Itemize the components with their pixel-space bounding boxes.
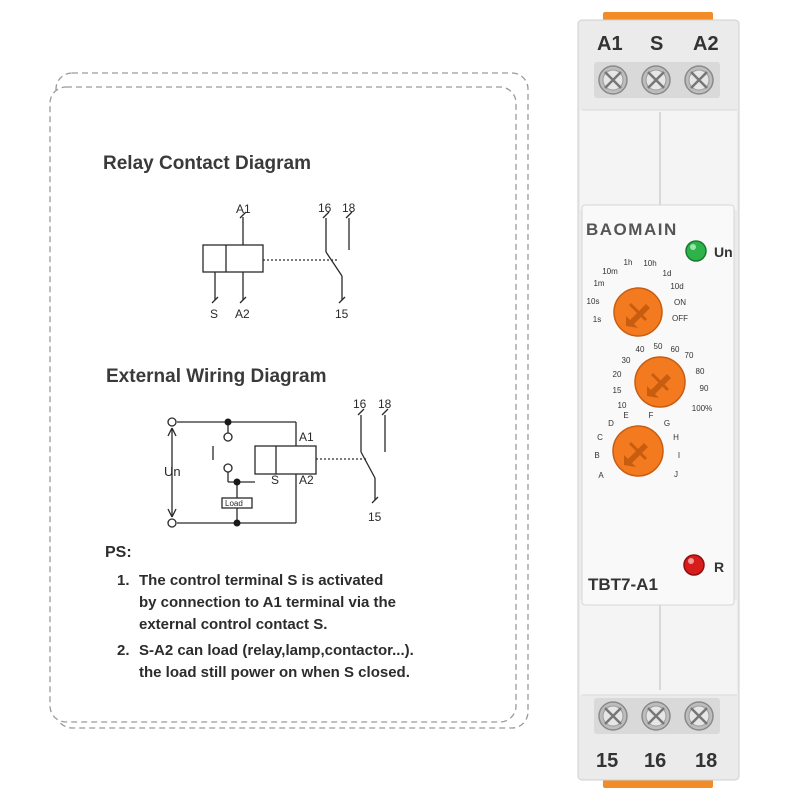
top-terminal-label-a1: A1 <box>597 33 623 55</box>
dial-label-i: I <box>678 451 680 460</box>
dial-label-10: 10 <box>618 401 627 410</box>
brand-logo: BAOMAIN <box>586 220 678 239</box>
dial-label-f: F <box>649 411 654 420</box>
screw-icon <box>641 701 671 731</box>
screw-icon <box>598 701 628 731</box>
dial-label-100: 100% <box>692 404 712 413</box>
ps-note-line: external control contact S. <box>139 616 328 633</box>
ps-note-text: The control terminal S is activated by c… <box>139 570 396 636</box>
screw-icon <box>684 65 714 95</box>
time-range-dial[interactable]: 1s 10s 1m 10m 1h 10h 1d 10d ON OFF <box>587 258 689 337</box>
dial-label-90: 90 <box>700 384 709 393</box>
card-border-back <box>55 72 529 729</box>
ew-label-a1: A1 <box>299 430 314 444</box>
ps-note-2: 2. S-A2 can load (relay,lamp,contactor..… <box>117 640 465 684</box>
relay-contact-diagram: Relay Contact Diagram A1 16 18 S A2 15 <box>103 153 356 321</box>
ps-note-text: S-A2 can load (relay,lamp,contactor...).… <box>139 640 414 684</box>
ps-note-line: by connection to A1 terminal via the <box>139 594 396 611</box>
ps-note-number: 1. <box>117 572 130 589</box>
dial-label-40: 40 <box>636 345 645 354</box>
dial-label-60: 60 <box>671 345 680 354</box>
dial-label-80: 80 <box>696 367 705 376</box>
dial-label-30: 30 <box>622 356 631 365</box>
dial-label-10h: 10h <box>643 259 656 268</box>
ps-notes: PS: 1. The control terminal S is activat… <box>105 544 465 684</box>
ps-note-line: the load still power on when S closed. <box>139 664 410 681</box>
rc-label-a1: A1 <box>236 202 251 216</box>
ps-note-number: 2. <box>117 642 130 659</box>
relay-led-label: R <box>714 559 724 575</box>
dial-label-c: C <box>597 433 603 442</box>
dial-label-50: 50 <box>654 342 663 351</box>
function-dial[interactable]: A B C D E F G H I J <box>594 411 680 480</box>
dial-label-g: G <box>664 419 670 428</box>
ew-label-s: S <box>271 473 279 487</box>
dial-label-20: 20 <box>613 370 622 379</box>
dial-label-1s: 1s <box>593 315 601 324</box>
bottom-screws <box>594 698 720 734</box>
dial-label-e: E <box>623 411 628 420</box>
knob-arrow-icon <box>624 443 648 467</box>
dial-label-h: H <box>673 433 679 442</box>
ps-note-1: 1. The control terminal S is activated b… <box>117 570 465 636</box>
relay-contact-title: Relay Contact Diagram <box>103 153 311 174</box>
screw-icon <box>684 701 714 731</box>
rc-label-18: 18 <box>342 201 356 215</box>
ew-label-15: 15 <box>368 510 382 524</box>
dial-label-1m: 1m <box>593 279 604 288</box>
ew-label-un: Un <box>164 464 181 479</box>
ps-note-line: The control terminal S is activated <box>139 572 384 589</box>
bottom-terminal-label-16: 16 <box>644 750 666 772</box>
dial-label-10d: 10d <box>670 282 683 291</box>
ps-note-line: S-A2 can load (relay,lamp,contactor...). <box>139 642 414 659</box>
dial-label-10m: 10m <box>602 267 618 276</box>
dial-label-b: B <box>594 451 599 460</box>
ew-label-18: 18 <box>378 397 392 411</box>
dial-label-70: 70 <box>685 351 694 360</box>
model-label: TBT7-A1 <box>588 575 658 594</box>
screw-icon <box>641 65 671 95</box>
external-wiring-diagram: External Wiring Diagram <box>106 366 392 528</box>
top-terminal-label-a2: A2 <box>693 33 719 55</box>
percent-dial[interactable]: 10 15 20 30 40 50 60 70 80 90 100% <box>613 342 713 413</box>
rc-label-s: S <box>210 307 218 321</box>
dial-label-1h: 1h <box>624 258 633 267</box>
ew-label-load: Load <box>225 499 243 508</box>
external-wiring-title: External Wiring Diagram <box>106 366 327 387</box>
dial-label-10s: 10s <box>587 297 600 306</box>
dial-label-15: 15 <box>613 386 622 395</box>
top-screws <box>594 62 720 98</box>
relay-led-icon <box>683 554 705 576</box>
ps-title: PS: <box>105 544 132 561</box>
dial-label-a: A <box>598 471 604 480</box>
rc-label-16: 16 <box>318 201 332 215</box>
dial-label-off: OFF <box>672 314 688 323</box>
card-border-front <box>49 86 517 723</box>
top-terminal-label-s: S <box>650 33 663 55</box>
dial-label-j: J <box>674 470 678 479</box>
ew-label-a2: A2 <box>299 473 314 487</box>
bottom-terminal-label-15: 15 <box>596 750 618 772</box>
dial-label-d: D <box>608 419 614 428</box>
rc-label-a2: A2 <box>235 307 250 321</box>
knob-arrow-icon <box>647 374 671 398</box>
timer-relay-device: A1 S A2 B <box>577 12 740 788</box>
power-led-icon <box>685 240 707 262</box>
dial-label-1d: 1d <box>663 269 672 278</box>
screw-icon <box>598 65 628 95</box>
power-led-label: Un <box>714 244 733 260</box>
rc-label-15: 15 <box>335 307 349 321</box>
knob-arrow-icon <box>626 304 650 328</box>
ew-label-16: 16 <box>353 397 367 411</box>
dial-label-on: ON <box>674 298 686 307</box>
bottom-terminal-label-18: 18 <box>695 750 717 772</box>
